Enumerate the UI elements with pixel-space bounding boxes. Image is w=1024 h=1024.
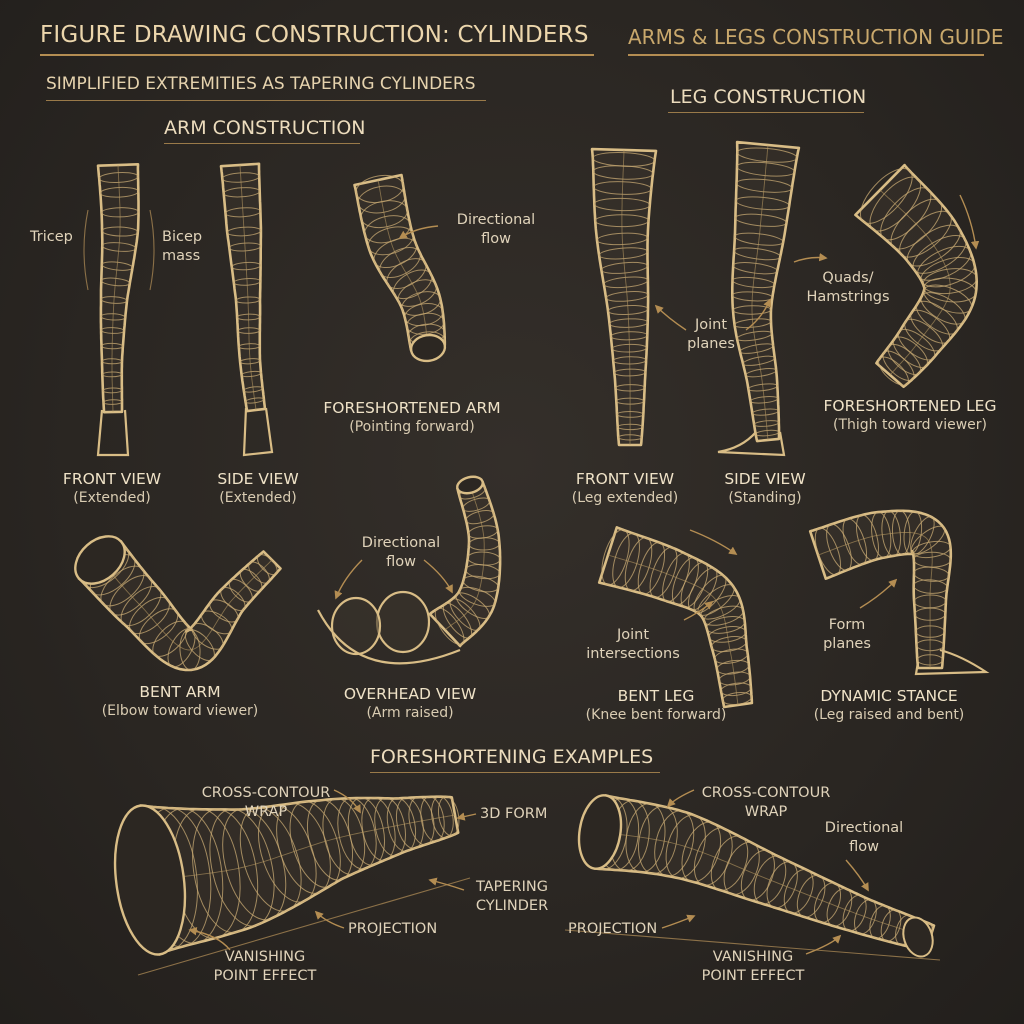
overhead-flow-label: Directionalflow [346, 534, 456, 572]
leg-side-caption: SIDE VIEW(Standing) [700, 469, 830, 508]
bent-leg-caption: BENT LEG(Knee bent forward) [576, 686, 736, 725]
foreshortening-underline [370, 772, 660, 773]
leg-section-underline [668, 112, 864, 113]
arm-section-underline [164, 143, 360, 144]
bent-arm-caption: BENT ARM(Elbow toward viewer) [90, 682, 270, 721]
form-planes-arrow [860, 580, 896, 608]
arm-side-figure-outline [221, 164, 265, 411]
arm-section-title: ARM CONSTRUCTION [164, 117, 366, 139]
arm-front-hand [98, 410, 128, 455]
arm-side-caption: SIDE VIEW(Extended) [198, 469, 318, 508]
joint-intersections-label: Jointintersections [578, 626, 688, 664]
left-projection-label: PROJECTION [348, 920, 437, 939]
arm-side-figure [221, 164, 265, 411]
leg-section-title: LEG CONSTRUCTION [670, 86, 866, 108]
subtitle: SIMPLIFIED EXTREMITIES AS TAPERING CYLIN… [46, 74, 476, 94]
arm-front-figure-outline [98, 164, 139, 412]
foreshortening-section-title: FORESHORTENING EXAMPLES [370, 746, 653, 768]
overhead-hand-sphere [332, 598, 380, 654]
leg-front-figure [592, 149, 656, 445]
form3d-arrow [458, 814, 476, 818]
subtitle-underline [46, 100, 486, 101]
bent-leg-figure [596, 527, 752, 707]
leg-foreshortened-caption: FORESHORTENED LEG(Thigh toward viewer) [810, 396, 1010, 435]
foreshortened-arm-figure [354, 172, 447, 363]
quads-arrow [794, 258, 826, 263]
leg-side-figure [732, 142, 799, 441]
overhead-shoulder-sphere [377, 592, 429, 652]
bent-leg-figure-outline [599, 527, 752, 707]
arm-foreshortened-caption: FORESHORTENED ARM(Pointing forward) [312, 398, 512, 437]
leg-front-caption: FRONT VIEW(Leg extended) [560, 469, 690, 508]
dynamic-caption: DYNAMIC STANCE(Leg raised and bent) [804, 686, 974, 725]
form3d-label: 3D FORM [480, 805, 547, 824]
bicep-bracket [150, 210, 154, 290]
right-projection-label: PROJECTION [568, 920, 657, 939]
title-underline [40, 54, 594, 56]
right-projection-arrow [662, 916, 694, 928]
left-projection-arrow [316, 912, 344, 928]
right-wrap-arrow [668, 790, 694, 806]
guide-underline [628, 54, 984, 56]
bent-arm-figure [66, 527, 280, 671]
guide-title: ARMS & LEGS CONSTRUCTION GUIDE [628, 25, 1004, 49]
right-flow-arrow [846, 860, 868, 890]
bent-leg-flow-arrow [690, 530, 736, 554]
arm-front-caption: FRONT VIEW(Extended) [52, 469, 172, 508]
arm-side-hand [244, 408, 272, 455]
tricep-label: Tricep [30, 228, 73, 247]
page-title: FIGURE DRAWING CONSTRUCTION: CYLINDERS [40, 22, 589, 48]
arm-front-figure [98, 164, 139, 412]
quads-label: Quads/Hamstrings [800, 269, 896, 307]
overhead-caption: OVERHEAD VIEW(Arm raised) [330, 684, 490, 723]
tricep-bracket [84, 210, 88, 290]
